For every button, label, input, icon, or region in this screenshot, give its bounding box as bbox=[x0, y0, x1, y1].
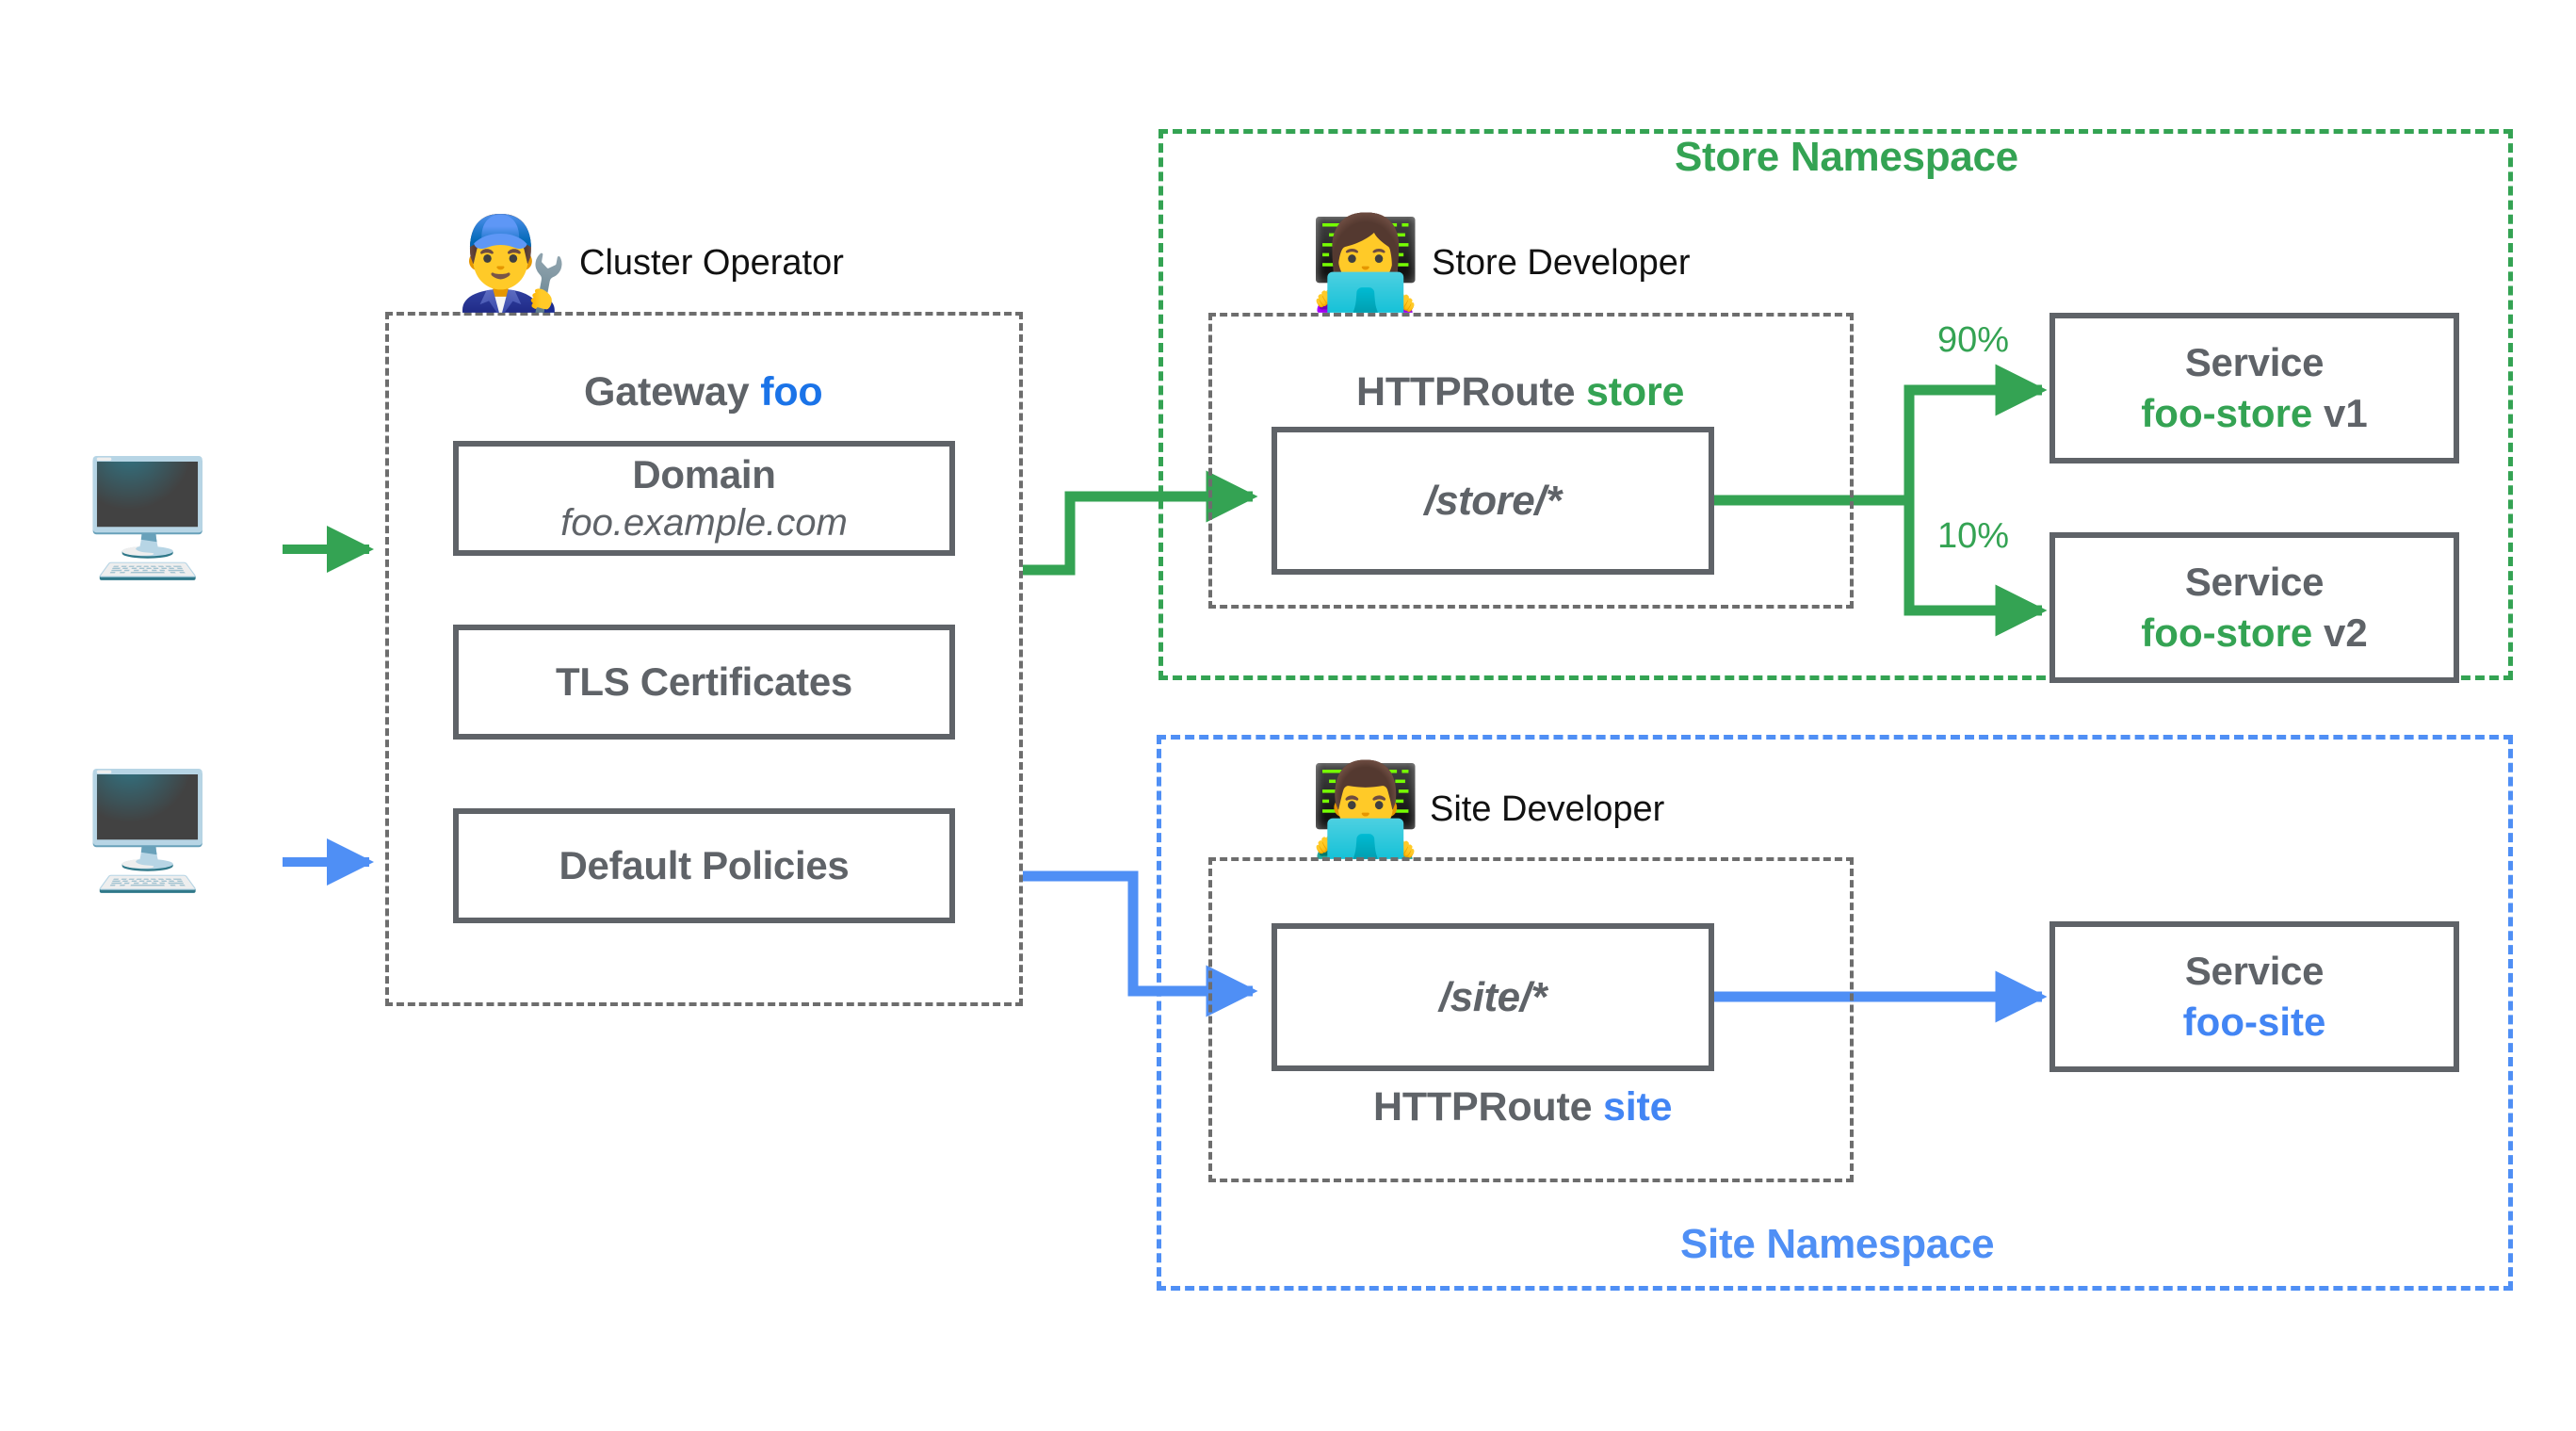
store-service-v2-name-text: foo-store bbox=[2141, 610, 2313, 655]
store-backend-weight-v2: 10% bbox=[1937, 516, 2010, 556]
store-namespace-boundary bbox=[1158, 129, 2513, 680]
woman-technologist-icon: 👩‍💻 bbox=[1309, 213, 1422, 314]
store-service-v1-version: v1 bbox=[2323, 391, 2368, 435]
store-route-rule-path[interactable]: /store/* bbox=[1272, 427, 1714, 575]
store-httproute-boundary bbox=[1208, 313, 1854, 609]
gateway-title-prefix: Gateway bbox=[584, 369, 750, 415]
gateway-item-policies-title: Default Policies bbox=[559, 843, 850, 888]
gateway-item-policies[interactable]: Default Policies bbox=[453, 808, 955, 923]
store-service-v2[interactable]: Service foo-store v2 bbox=[2049, 532, 2459, 683]
man-technologist-icon: 👨‍💻 bbox=[1309, 759, 1422, 860]
site-service-kind: Service bbox=[2184, 949, 2325, 994]
site-service-name-text: foo-site bbox=[2182, 1000, 2326, 1044]
gateway-item-tls[interactable]: TLS Certificates bbox=[453, 625, 955, 740]
site-namespace-boundary bbox=[1157, 735, 2513, 1291]
store-service-v1-kind: Service bbox=[2184, 340, 2325, 385]
site-httproute-title-prefix: HTTPRoute bbox=[1373, 1084, 1593, 1130]
store-route-path-text: /store/* bbox=[1424, 477, 1562, 524]
store-developer-label: Store Developer bbox=[1432, 243, 1691, 283]
site-service-name: foo-site bbox=[2183, 999, 2326, 1046]
desktop-computer-icon-1: 🖥️ bbox=[77, 455, 219, 581]
man-mechanic-icon: 👨‍🔧 bbox=[456, 213, 569, 314]
store-service-v2-name: foo-store v2 bbox=[2141, 610, 2367, 657]
store-httproute-title: HTTPRoute store bbox=[1356, 369, 1684, 415]
cluster-operator-label: Cluster Operator bbox=[579, 243, 844, 283]
store-service-v1-name-text: foo-store bbox=[2141, 391, 2313, 435]
gateway-item-tls-title: TLS Certificates bbox=[556, 659, 852, 705]
store-service-v2-kind: Service bbox=[2184, 560, 2325, 605]
gateway-item-domain-value: foo.example.com bbox=[560, 502, 848, 545]
store-service-v1[interactable]: Service foo-store v1 bbox=[2049, 313, 2459, 463]
store-httproute-title-name: store bbox=[1586, 369, 1685, 415]
site-service[interactable]: Service foo-site bbox=[2049, 921, 2459, 1072]
gateway-title-name: foo bbox=[760, 369, 823, 415]
gateway-item-domain-title: Domain bbox=[632, 451, 776, 496]
site-route-rule-path[interactable]: /site/* bbox=[1272, 923, 1714, 1071]
site-httproute-title-name: site bbox=[1603, 1084, 1673, 1130]
site-namespace-label: Site Namespace bbox=[1680, 1221, 1995, 1267]
desktop-computer-icon-2: 🖥️ bbox=[77, 768, 219, 894]
store-service-v1-name: foo-store v1 bbox=[2141, 390, 2367, 437]
site-httproute-title: HTTPRoute site bbox=[1373, 1084, 1673, 1130]
gateway-boundary bbox=[385, 312, 1023, 1006]
store-httproute-title-prefix: HTTPRoute bbox=[1356, 369, 1576, 415]
site-httproute-boundary bbox=[1208, 857, 1854, 1182]
gateway-title: Gateway foo bbox=[584, 369, 823, 415]
site-route-path-text: /site/* bbox=[1439, 973, 1547, 1020]
store-namespace-label: Store Namespace bbox=[1675, 134, 2018, 180]
gateway-item-domain[interactable]: Domain foo.example.com bbox=[453, 441, 955, 556]
store-backend-weight-v1: 90% bbox=[1937, 320, 2010, 360]
store-service-v2-version: v2 bbox=[2323, 610, 2368, 655]
site-developer-label: Site Developer bbox=[1430, 789, 1665, 829]
